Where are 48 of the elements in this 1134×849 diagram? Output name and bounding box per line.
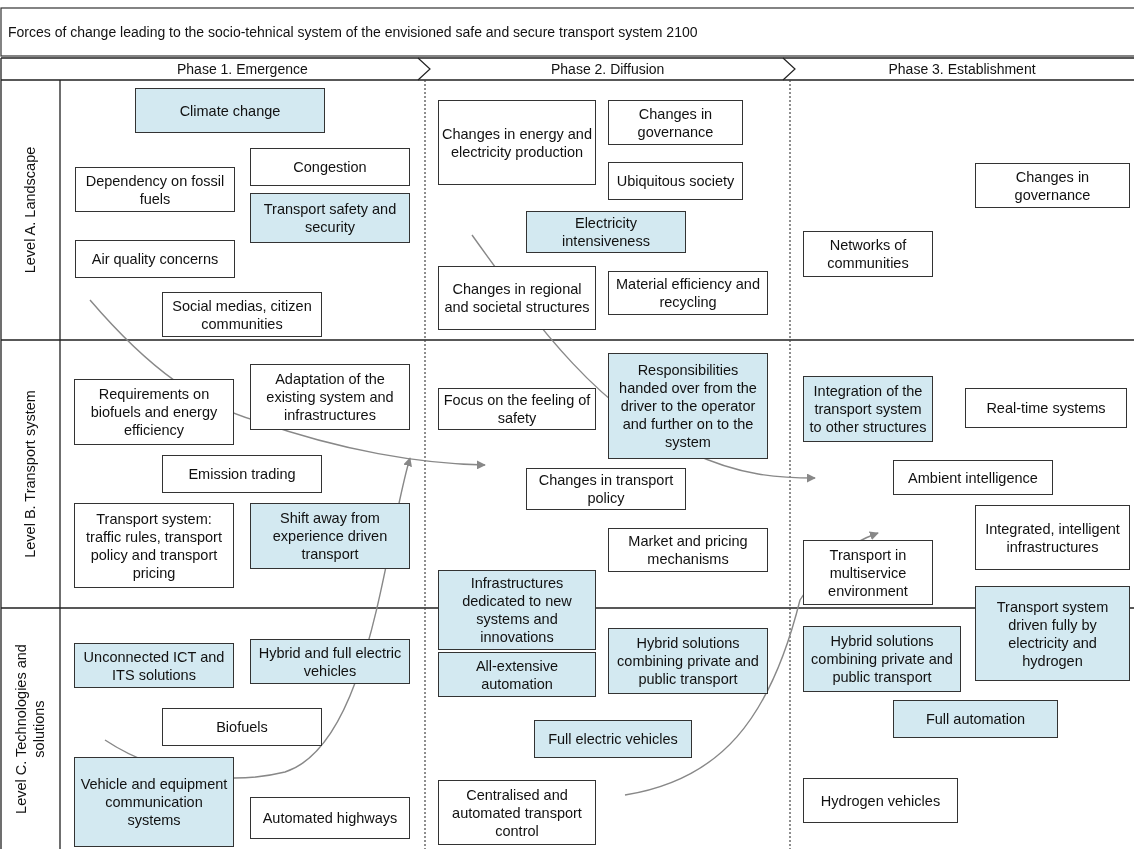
factor-box: Hybrid and full electric vehicles xyxy=(250,639,410,684)
factor-box: Integration of the transport system to other structures xyxy=(803,376,933,442)
factor-box: Centralised and automated transport control xyxy=(438,780,596,845)
factor-box: Emission trading xyxy=(162,455,322,493)
factor-box: Real-time systems xyxy=(965,388,1127,428)
factor-box: Requirements on biofuels and energy efficiency xyxy=(74,379,234,445)
factor-box: Changes in transport policy xyxy=(526,468,686,510)
factor-box: Unconnected ICT and ITS solutions xyxy=(74,643,234,688)
factor-box: Hybrid solutions combining private and public transport xyxy=(608,628,768,694)
factor-box: Electricity intensiveness xyxy=(526,211,686,253)
phase-header: Phase 2. Diffusion xyxy=(551,61,665,77)
factor-box: Social medias, citizen communities xyxy=(162,292,322,337)
factor-box: Automated highways xyxy=(250,797,410,839)
factor-box: Changes in governance xyxy=(975,163,1130,208)
factor-box: Market and pricing mechanisms xyxy=(608,528,768,572)
factor-box: Air quality concerns xyxy=(75,240,235,278)
factor-box: Transport system: traffic rules, transport policy and transport pricing xyxy=(74,503,234,588)
factor-box: Transport system driven fully by electricity and hydrogen xyxy=(975,586,1130,681)
factor-box: Vehicle and equipment communication systems xyxy=(74,757,234,847)
factor-box: Full automation xyxy=(893,700,1058,738)
factor-box: Transport in multiservice environment xyxy=(803,540,933,605)
diagram-title: Forces of change leading to the socio-tehnical system of the envisioned safe and secure transport system 2100 xyxy=(8,24,698,40)
factor-box: Dependency on fossil fuels xyxy=(75,167,235,212)
factor-box: Changes in regional and societal structures xyxy=(438,266,596,330)
factor-box: Congestion xyxy=(250,148,410,186)
factor-box: Biofuels xyxy=(162,708,322,746)
factor-box: Transport safety and security xyxy=(250,193,410,243)
phase-header: Phase 3. Establishment xyxy=(888,61,1036,77)
factor-box: Ambient intelligence xyxy=(893,460,1053,495)
factor-box: Focus on the feeling of safety xyxy=(438,388,596,430)
level-label: Level C. Technologies and solutions xyxy=(12,642,48,816)
level-label: Level B. Transport system xyxy=(21,389,39,560)
factor-box: Changes in governance xyxy=(608,100,743,145)
factor-box: Full electric vehicles xyxy=(534,720,692,758)
factor-box: Shift away from experience driven transport xyxy=(250,503,410,569)
factor-box: Infrastructures dedicated to new systems and innovations xyxy=(438,570,596,650)
factor-box: Responsibilities handed over from the driver to the operator and further on to the system xyxy=(608,353,768,459)
level-label: Level A. Landscape xyxy=(21,145,39,276)
factor-box: Hybrid solutions combining private and public transport xyxy=(803,626,961,692)
factor-box: Changes in energy and electricity production xyxy=(438,100,596,185)
factor-box: All-extensive automation xyxy=(438,652,596,697)
factor-box: Hydrogen vehicles xyxy=(803,778,958,823)
factor-box: Ubiquitous society xyxy=(608,162,743,200)
factor-box: Material efficiency and recycling xyxy=(608,271,768,315)
factor-box: Integrated, intelligent infrastructures xyxy=(975,505,1130,570)
factor-box: Adaptation of the existing system and infrastructures xyxy=(250,364,410,430)
factor-box: Networks of communities xyxy=(803,231,933,277)
factor-box: Climate change xyxy=(135,88,325,133)
